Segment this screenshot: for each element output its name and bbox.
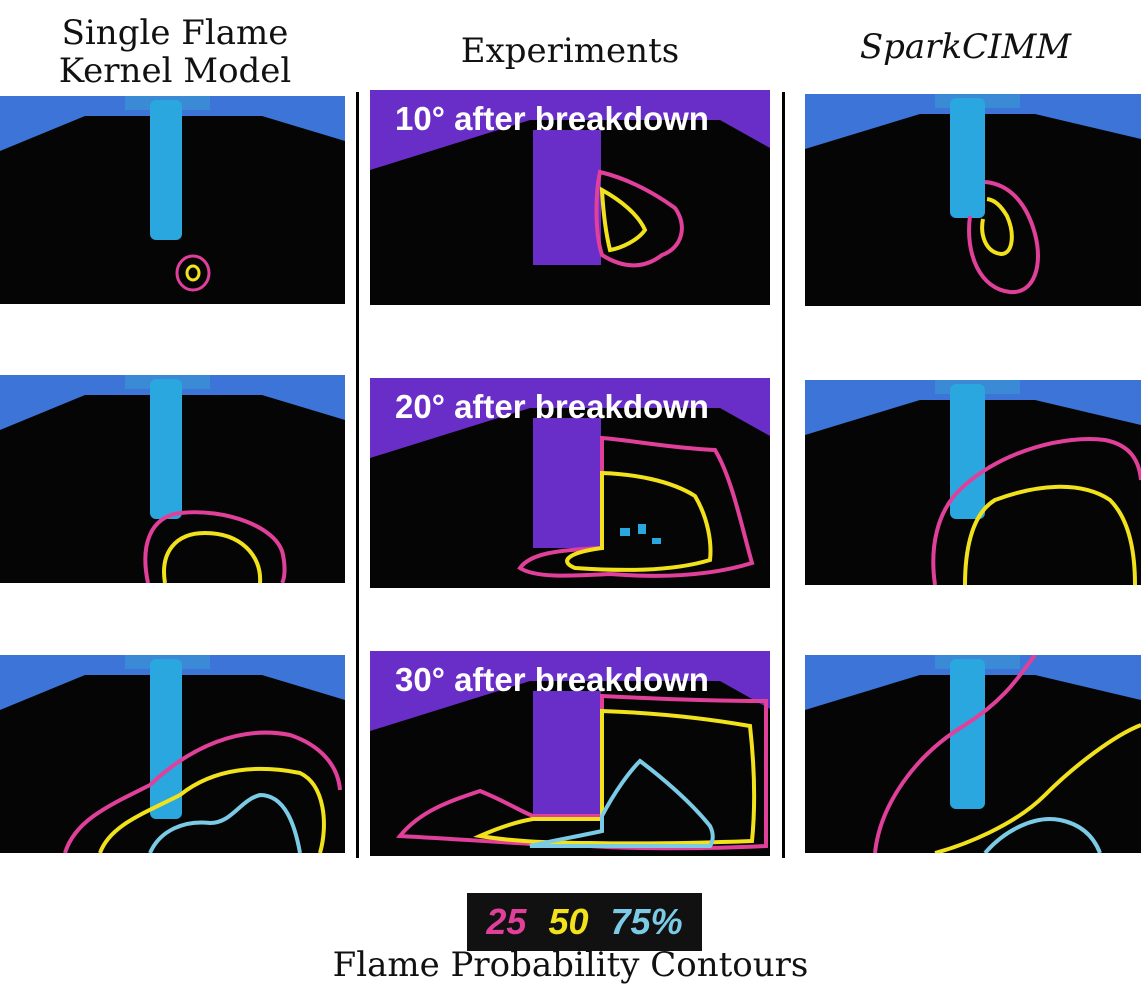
figure-caption: Flame Probability Contours xyxy=(332,945,809,985)
model-panel-3-drawing xyxy=(0,655,345,853)
experiment-banner-30deg: 30° after breakdown xyxy=(395,661,709,698)
model-panel-1 xyxy=(0,96,345,304)
experiment-banner-10deg: 10° after breakdown xyxy=(395,100,709,137)
sparkcimm-panel-1-drawing xyxy=(805,94,1141,295)
column-title-line1: Single Flame xyxy=(61,13,289,53)
column-title-single-flame: Single Flame Kernel Model xyxy=(0,14,350,90)
legend-label-75: 75% xyxy=(610,901,683,942)
experiment-panel-30deg-drawing xyxy=(370,651,770,851)
column-title-sparkcimm: SparkCIMM xyxy=(859,27,1072,67)
legend-label-50: 50 xyxy=(548,901,589,942)
experiment-panel-20deg-drawing xyxy=(370,378,770,578)
column-title-line2: Kernel Model xyxy=(58,51,292,91)
experiment-panel-20deg: 20° after breakdown xyxy=(370,378,770,588)
sparkcimm-panel-3 xyxy=(805,655,1141,853)
sparkcimm-panel-2-drawing xyxy=(805,380,1141,585)
legend-label-25: 25 xyxy=(486,901,527,942)
divider-right xyxy=(782,92,785,858)
model-panel-1-drawing xyxy=(0,96,345,292)
experiment-banner-20deg: 20° after breakdown xyxy=(395,388,709,425)
model-panel-2-drawing xyxy=(0,375,345,583)
divider-left xyxy=(356,92,359,858)
column-title-experiments: Experiments xyxy=(460,31,680,71)
model-panel-2 xyxy=(0,375,345,583)
experiment-panel-30deg: 30° after breakdown xyxy=(370,651,770,856)
experiment-panel-10deg: 10° after breakdown xyxy=(370,90,770,305)
sparkcimm-panel-1 xyxy=(805,94,1141,306)
sparkcimm-panel-2 xyxy=(805,380,1141,585)
model-panel-3 xyxy=(0,655,345,853)
sparkcimm-panel-3-drawing xyxy=(805,655,1141,853)
experiment-panel-10deg-drawing xyxy=(370,90,770,268)
contour-legend: 25 50 75% xyxy=(467,893,702,951)
